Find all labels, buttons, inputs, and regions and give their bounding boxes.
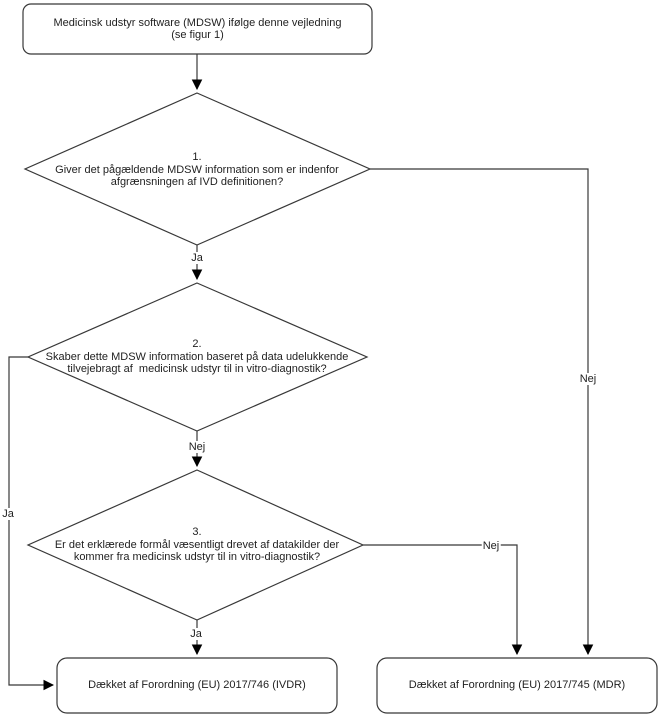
edge-label-q2-ja: Ja [1,508,15,520]
decision-3-label: 3. Er det erklærede formål væsentligt dr… [54,526,340,564]
edge-label-q3-ja: Ja [189,628,203,640]
decision-2-label: 2. Skaber dette MDSW information baseret… [45,338,349,376]
decision-1-label: 1. Giver det pågældende MDSW information… [55,151,339,189]
edge-q1-nej-to-mdr [370,168,594,656]
mdr-result-label: Dækket af Forordning (EU) 2017/745 (MDR) [408,679,626,692]
edge-label-q1-ja: Ja [190,252,204,264]
start-node-label: Medicinsk udstyr software (MDSW) ifølge … [53,16,342,42]
edge-label-q3-nej: Nej [481,540,501,552]
decision-3-shape [26,469,365,621]
edge-label-q2-nej: Nej [187,441,207,453]
start-node-shape [22,3,373,55]
ivdr-result-label: Dækket af Forordning (EU) 2017/746 (IVDR… [88,679,306,692]
edge-label-q1-nej: Nej [578,373,598,385]
ivdr-result-shape [56,657,338,714]
decision-1-shape [23,92,372,246]
mdr-result-shape [376,657,658,714]
edge-q2-ja-to-ivdr [8,356,55,691]
edge-q3-nej-to-mdr [363,544,523,656]
decision-2-shape [26,282,369,432]
